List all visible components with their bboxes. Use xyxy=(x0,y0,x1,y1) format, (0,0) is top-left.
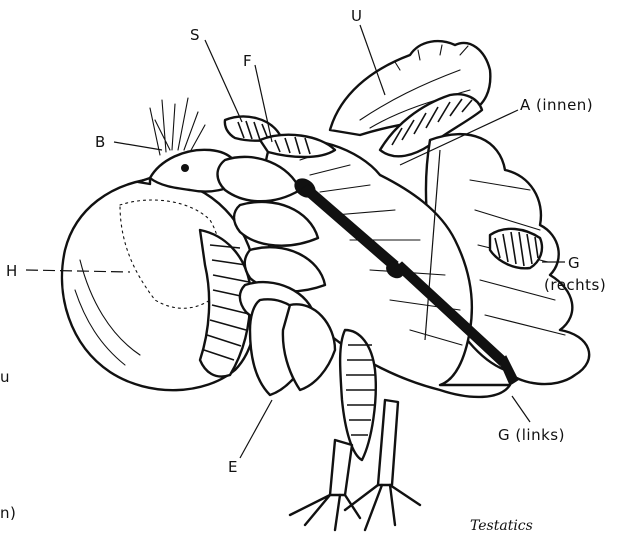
label-g-links: G (links) xyxy=(498,426,565,444)
label-h: H xyxy=(6,262,18,280)
leader-s xyxy=(205,40,242,122)
label-e: E xyxy=(228,458,238,476)
edge-text-u: u xyxy=(0,368,10,386)
label-b: B xyxy=(95,133,106,151)
label-g-rechts-letter: G xyxy=(568,254,580,272)
label-u: U xyxy=(351,7,362,25)
edge-text-n: n) xyxy=(0,504,16,522)
label-s: S xyxy=(190,26,200,44)
artist-signature: Testatics xyxy=(470,518,533,534)
leader-g-links xyxy=(512,396,530,422)
leader-e xyxy=(240,400,272,458)
label-g-rechts-word: (rechts) xyxy=(544,276,606,294)
shoulder-feathers-s-f xyxy=(225,116,335,157)
label-a-innen: A (innen) xyxy=(520,96,593,114)
leader-b xyxy=(114,142,162,150)
label-f: F xyxy=(243,52,252,70)
